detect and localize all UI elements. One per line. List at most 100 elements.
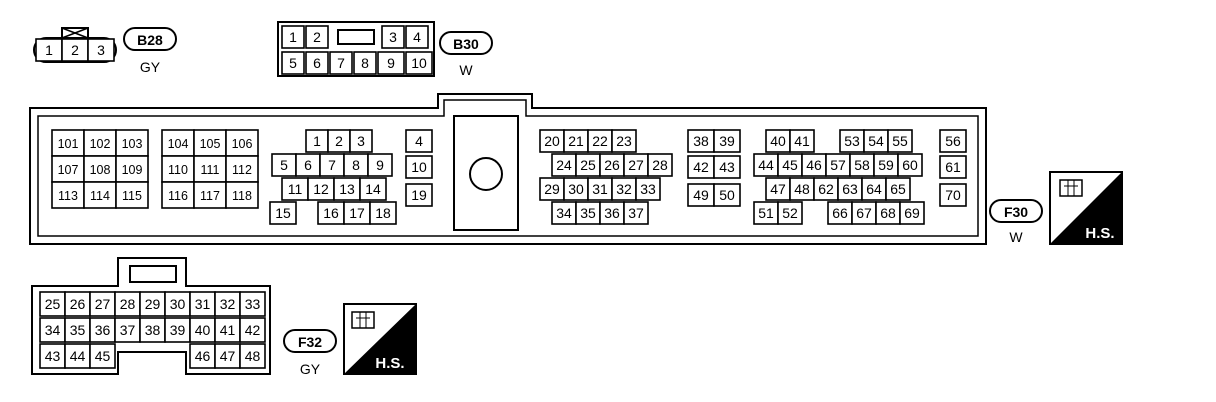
pin-number: 5 bbox=[289, 55, 297, 71]
pin-cavity bbox=[239, 291, 266, 317]
pin-number: 62 bbox=[818, 181, 834, 197]
pin-number: 45 bbox=[782, 157, 798, 173]
pin-number: 42 bbox=[693, 159, 709, 175]
pin-number: 38 bbox=[693, 133, 709, 149]
pin-cavity bbox=[225, 129, 259, 157]
pin-cavity bbox=[189, 317, 216, 343]
pin-cavity bbox=[939, 129, 967, 153]
pin-number: 22 bbox=[592, 133, 608, 149]
connector-id-f32: F32 bbox=[298, 334, 322, 350]
pin-cavity bbox=[885, 177, 911, 201]
pin-cavity bbox=[329, 51, 353, 75]
pin-cavity bbox=[369, 201, 397, 225]
pin-number: 32 bbox=[220, 296, 236, 312]
pin-cavity bbox=[713, 183, 741, 207]
pin-cavity bbox=[89, 317, 116, 343]
pin-number: 69 bbox=[904, 205, 920, 221]
pin-number: 34 bbox=[556, 205, 572, 221]
pin-number: 113 bbox=[58, 189, 78, 203]
pin-number: 45 bbox=[95, 348, 111, 364]
pin-number: 10 bbox=[411, 159, 427, 175]
pin-cavity bbox=[305, 25, 329, 49]
pin-number: 8 bbox=[352, 157, 360, 173]
pin-cavity bbox=[349, 129, 373, 153]
pin-number: 25 bbox=[580, 157, 596, 173]
pin-cavity bbox=[305, 51, 329, 75]
pin-cavity bbox=[623, 201, 649, 225]
pin-cavity bbox=[269, 201, 297, 225]
pin-number: 31 bbox=[592, 181, 608, 197]
connector-bolt bbox=[469, 157, 503, 191]
pin-cavity bbox=[713, 129, 741, 153]
pin-cavity bbox=[359, 177, 387, 201]
connector-id-f30: F30 bbox=[1004, 204, 1028, 220]
pin-number: 54 bbox=[868, 133, 884, 149]
pin-cavity bbox=[713, 155, 741, 179]
pin-number: 10 bbox=[411, 55, 427, 71]
pin-number: 46 bbox=[195, 348, 211, 364]
pin-number: 108 bbox=[90, 163, 111, 177]
pin-number: 3 bbox=[357, 133, 365, 149]
pin-number: 24 bbox=[556, 157, 572, 173]
connector-tag-b30 bbox=[439, 31, 493, 55]
pin-cavity bbox=[239, 343, 266, 369]
pin-number: 33 bbox=[640, 181, 656, 197]
pin-number: 48 bbox=[794, 181, 810, 197]
pin-number: 34 bbox=[45, 322, 61, 338]
pin-number: 44 bbox=[70, 348, 86, 364]
pin-cavity bbox=[115, 155, 149, 183]
pin-number: 102 bbox=[90, 137, 111, 151]
pin-cavity bbox=[899, 201, 925, 225]
pin-number: 2 bbox=[335, 133, 343, 149]
pin-number: 70 bbox=[945, 187, 961, 203]
pin-cavity bbox=[64, 317, 91, 343]
pin-cavity bbox=[611, 129, 637, 153]
pin-number: 65 bbox=[890, 181, 906, 197]
pin-number: 30 bbox=[170, 296, 186, 312]
pin-number: 52 bbox=[782, 205, 798, 221]
pin-number: 19 bbox=[411, 187, 427, 203]
pin-cavity bbox=[789, 129, 815, 153]
hs-label-f30: H.S. bbox=[1085, 225, 1114, 242]
connector-color-b30: W bbox=[459, 62, 473, 78]
pin-cavity bbox=[281, 51, 305, 75]
pin-number: 8 bbox=[361, 55, 369, 71]
pin-cavity bbox=[189, 343, 216, 369]
pin-number: 116 bbox=[168, 189, 188, 203]
pin-cavity bbox=[939, 183, 967, 207]
connector-icon bbox=[351, 311, 375, 329]
pin-number: 44 bbox=[758, 157, 774, 173]
pin-number: 23 bbox=[616, 133, 632, 149]
pin-number: 27 bbox=[628, 157, 644, 173]
pin-number: 49 bbox=[693, 187, 709, 203]
connector-latch bbox=[337, 29, 375, 45]
connector-tag-f32 bbox=[283, 329, 337, 353]
pin-cavity bbox=[225, 181, 259, 209]
pin-cavity bbox=[225, 155, 259, 183]
pin-cavity bbox=[635, 177, 661, 201]
pin-number: 58 bbox=[854, 157, 870, 173]
pin-cavity bbox=[647, 153, 673, 177]
pin-number: 26 bbox=[604, 157, 620, 173]
pin-number: 26 bbox=[70, 296, 86, 312]
pin-number: 2 bbox=[313, 29, 321, 45]
pin-number: 4 bbox=[415, 133, 423, 149]
pin-number: 66 bbox=[832, 205, 848, 221]
pin-number: 14 bbox=[365, 181, 381, 197]
pin-cavity bbox=[87, 38, 115, 62]
pin-number: 37 bbox=[628, 205, 644, 221]
pin-number: 46 bbox=[806, 157, 822, 173]
pin-number: 32 bbox=[616, 181, 632, 197]
pin-cavity bbox=[405, 25, 429, 49]
pin-number: 104 bbox=[168, 137, 189, 151]
pin-number: 111 bbox=[200, 163, 219, 177]
pin-cavity bbox=[164, 317, 191, 343]
pin-number: 9 bbox=[376, 157, 384, 173]
pin-number: 20 bbox=[544, 133, 560, 149]
pin-number: 36 bbox=[604, 205, 620, 221]
pin-number: 5 bbox=[280, 157, 288, 173]
pin-number: 43 bbox=[719, 159, 735, 175]
pin-cavity bbox=[164, 291, 191, 317]
